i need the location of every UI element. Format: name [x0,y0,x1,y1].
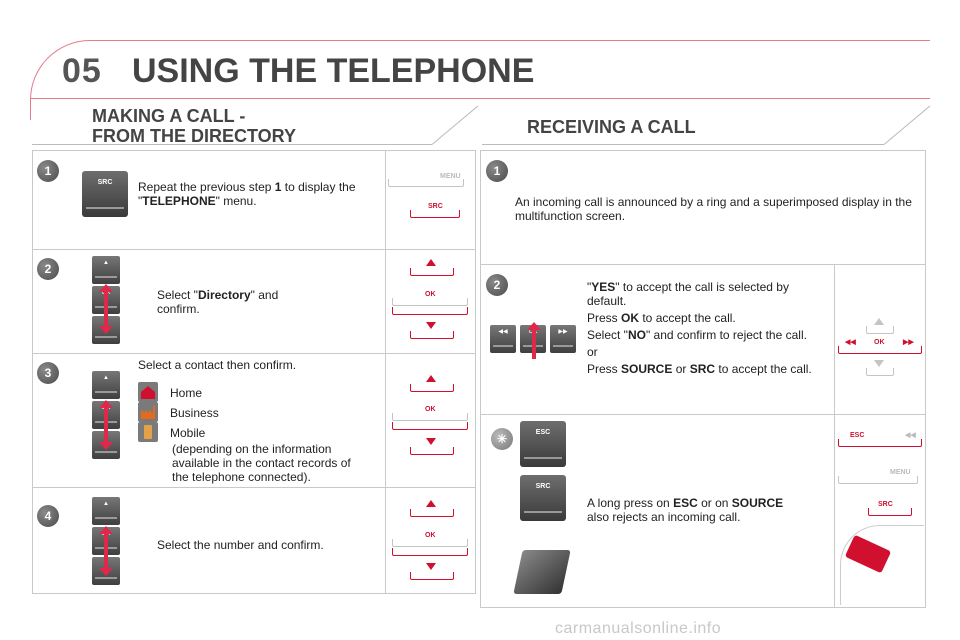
divider [33,487,475,488]
src-label: SRC [878,501,893,508]
ok-control [392,298,468,306]
up-arrow-icon [426,500,436,507]
down-arrow-icon [426,438,436,445]
step-badge: 1 [486,160,508,182]
mobile-icon [138,422,158,442]
ok-label: OK [425,291,436,298]
ok-control [392,413,468,421]
left-step3-text: Select a contact then confirm. [138,358,297,372]
up-arrow-icon [426,375,436,382]
src-button-label: SRC [97,179,113,186]
divider [33,353,475,354]
ok-label: OK [425,532,436,539]
legend-business: Business [170,406,219,420]
prev-button: ◀◀ [490,325,516,353]
chapter-number: 05 [62,52,102,90]
left-step1-text: Repeat the previous step 1 to display th… [138,180,356,208]
esc-label: ESC [850,432,865,439]
menu-label: MENU [890,469,911,476]
down-control [866,368,894,376]
left-section-title-line2: FROM THE DIRECTORY [92,126,297,146]
down-control [410,572,454,580]
left-title-slash [431,105,479,145]
menu-control [388,179,464,187]
right-section-title: RECEIVING A CALL [527,117,696,137]
ok-control [838,346,922,354]
right-step2-text: "YES" to accept the call is selected by … [587,280,812,376]
down-arrow-icon [426,322,436,329]
up-control [410,268,454,276]
ok-label: OK [874,339,885,346]
prev-icon: ◀◀ [905,432,916,439]
src-button: SRC [520,475,566,521]
light-icon: ✳ [491,428,513,450]
step-badge: 2 [37,258,59,280]
step-badge: 4 [37,505,59,527]
business-icon [138,402,158,422]
divider [481,414,925,415]
src-button: SRC [82,171,128,217]
ok-label: OK [425,406,436,413]
right-title-slash [883,105,931,145]
steering-control-icon [513,550,571,594]
up-button: ▲ [92,371,120,399]
down-control [410,447,454,455]
legend-mobile: Mobile [170,426,206,440]
up-control [410,509,454,517]
steering-wheel-outline [840,525,924,605]
right-title-rule [482,144,884,145]
menu-control [838,476,918,484]
src-control [410,210,460,218]
header-rule [30,98,930,99]
watermark: carmanualsonline.info [555,620,722,637]
next-button: ▶▶ [550,325,576,353]
up-button: ▲ [92,497,120,525]
src-control [868,508,912,516]
divider [33,249,475,250]
divider [481,264,925,265]
updown-arrow-icon [99,284,113,334]
home-icon [138,382,158,402]
updown-arrow-icon [99,526,113,576]
left-step4-text: Select the number and confirm. [157,538,324,552]
right-picture-column [834,264,835,607]
src-button-label: SRC [535,483,551,490]
esc-control [838,439,922,447]
chapter-title: USING THE TELEPHONE [132,52,535,90]
esc-button: ESC [520,421,566,467]
ok-control [392,548,468,556]
up-button: ▲ [92,256,120,284]
right-step1-text: An incoming call is announced by a ring … [515,195,912,223]
updown-arrow-icon [99,400,113,450]
ok-control [392,539,468,547]
step-badge: 3 [37,362,59,384]
up-control [866,326,894,334]
left-step2-text: Select "Directory" and confirm. [157,288,279,316]
down-arrow-icon [426,563,436,570]
step-badge: 2 [486,274,508,296]
up-arrow-icon [874,318,884,325]
down-control [410,331,454,339]
left-section-title-line1: MAKING A CALL - [92,106,246,126]
up-control [410,384,454,392]
right-panel [480,150,926,608]
ok-control [392,422,468,430]
ok-control [392,307,468,315]
prev-icon: ◀◀ [845,339,856,346]
left-picture-column [385,151,386,593]
legend-home: Home [170,386,203,400]
up-arrow-icon [426,259,436,266]
up-arrow-icon [527,322,541,362]
step-badge: 1 [37,160,59,182]
next-icon: ▶▶ [903,339,914,346]
menu-label: MENU [440,173,461,180]
down-arrow-icon [874,360,884,367]
esc-button-label: ESC [535,429,551,436]
right-step3-text: A long press on ESC or on SOURCE also re… [587,496,784,524]
src-label: SRC [428,203,443,210]
header-rule-top [95,40,930,41]
left-title-rule [32,144,432,145]
legend-note: (depending on the information available … [172,442,351,484]
